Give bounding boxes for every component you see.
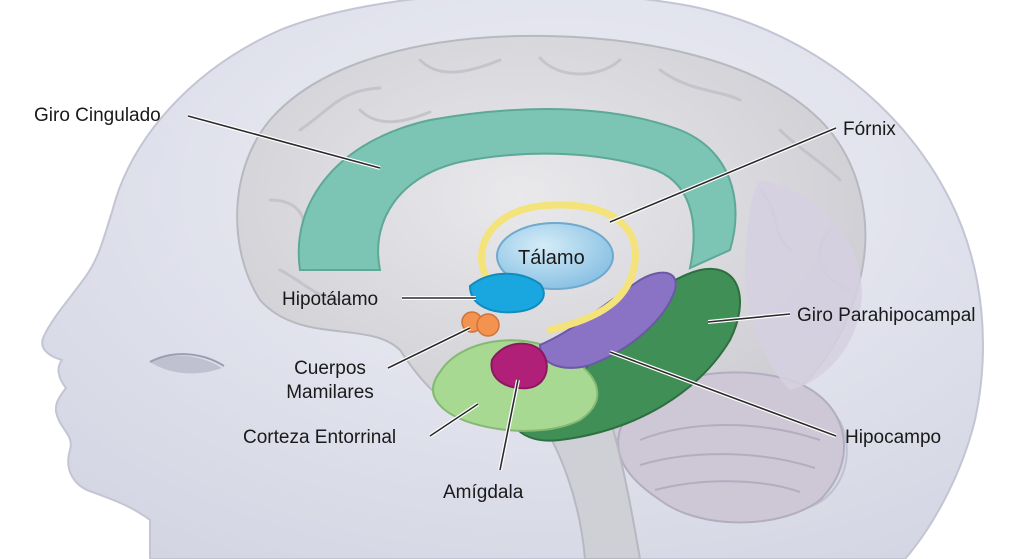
occipital-region [744,180,862,390]
label-fornix: Fórnix [843,119,896,140]
label-giro-cingulado: Giro Cingulado [34,105,161,126]
fornix [478,201,639,334]
label-hipotalamo: Hipotálamo [282,289,378,310]
mammillary-body-right [476,313,500,337]
brainstem [538,419,642,559]
label-cuerpos: Cuerpos [294,358,366,379]
label-hipocampo: Hipocampo [845,427,941,448]
amygdala [490,342,548,390]
label-talamo: Tálamo [518,247,585,269]
label-mamilares: Mamilares [286,382,374,403]
leader-lines [187,114,837,471]
thalamus [496,222,614,290]
eye [150,355,222,374]
label-amigdala: Amígdala [443,482,524,503]
label-giro-parahipocampal: Giro Parahipocampal [797,305,975,326]
cerebellum-folia [639,424,821,493]
hypothalamus [468,272,545,314]
label-corteza-entorrinal: Corteza Entorrinal [243,427,396,448]
cingulate-gyrus [297,108,737,271]
